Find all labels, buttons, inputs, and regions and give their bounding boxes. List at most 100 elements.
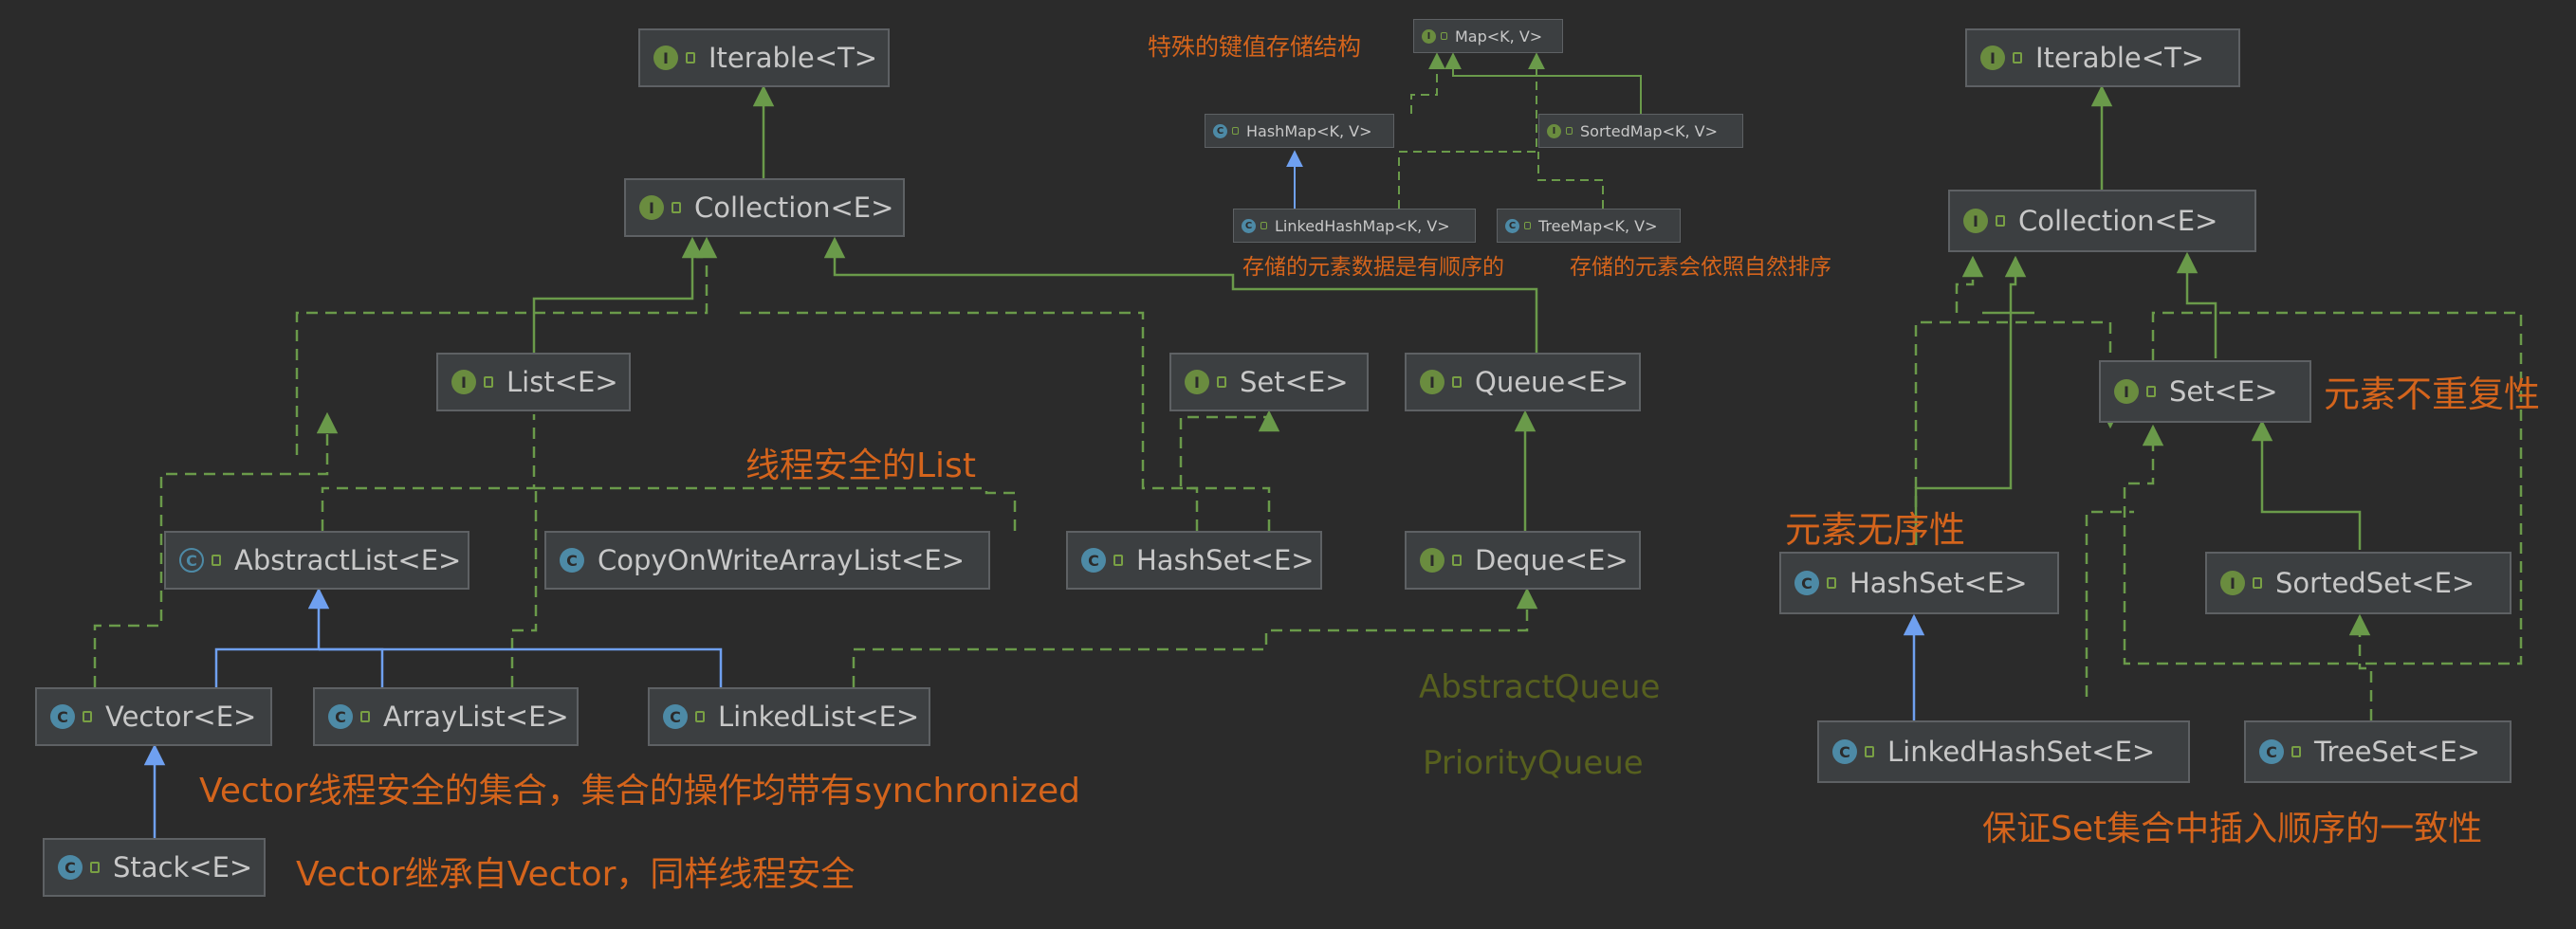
node-label: Iterable<T>: [708, 42, 878, 74]
node-label: LinkedHashSet<E>: [1887, 736, 2156, 768]
node-abstract-list[interactable]: C AbstractList<E>: [164, 531, 469, 590]
lock-icon: [484, 376, 493, 388]
interface-icon: I: [1980, 46, 2005, 70]
node-label: Collection<E>: [2018, 205, 2218, 237]
node-label: Iterable<T>: [2035, 42, 2205, 74]
annotation-stack: Vector继承自Vector，同样线程安全: [296, 855, 856, 894]
annotation-map-special: 特殊的键值存储结构: [1148, 33, 1362, 61]
lock-icon: [1865, 746, 1874, 757]
node-collection[interactable]: I Collection<E>: [624, 178, 905, 237]
node-stack[interactable]: C Stack<E>: [43, 838, 266, 897]
node-hash-set-right[interactable]: C HashSet<E>: [1779, 552, 2059, 614]
class-icon: C: [1832, 739, 1857, 764]
node-label: Set<E>: [2169, 375, 2278, 408]
node-iterable-right[interactable]: I Iterable<T>: [1965, 28, 2240, 87]
lock-icon: [360, 711, 370, 722]
node-label: Collection<E>: [694, 191, 894, 224]
interface-icon: I: [1420, 548, 1444, 573]
node-deque[interactable]: I Deque<E>: [1405, 531, 1641, 590]
node-label: CopyOnWriteArrayList<E>: [598, 544, 966, 576]
class-icon: C: [1081, 548, 1106, 573]
lock-icon: [2013, 52, 2022, 64]
map-dashed-lines: [1398, 52, 1604, 209]
left-dashed-lines: [93, 236, 1538, 687]
class-icon: C: [560, 548, 584, 573]
annotation-tree-map: 存储的元素会依照自然排序: [1570, 255, 1831, 280]
node-label: TreeMap<K, V>: [1538, 216, 1658, 235]
node-label: SortedMap<K, V>: [1580, 121, 1718, 140]
lock-icon: [1441, 32, 1447, 40]
class-icon: C: [1794, 571, 1819, 595]
node-set[interactable]: I Set<E>: [1169, 353, 1369, 411]
left-extends-lines: [532, 236, 1538, 531]
annotation-priority-queue: PriorityQueue: [1423, 744, 1644, 782]
node-label: TreeSet<E>: [2314, 736, 2480, 768]
class-icon: C: [1242, 218, 1256, 233]
class-icon: C: [1505, 218, 1519, 233]
node-vector[interactable]: C Vector<E>: [35, 687, 272, 746]
node-hash-set[interactable]: C HashSet<E>: [1066, 531, 1322, 590]
node-queue[interactable]: I Queue<E>: [1405, 353, 1641, 411]
node-label: Set<E>: [1240, 366, 1349, 398]
node-label: SortedSet<E>: [2275, 567, 2475, 599]
class-icon: C: [1213, 123, 1227, 138]
lock-icon: [695, 711, 705, 722]
interface-icon: I: [1547, 123, 1561, 138]
lock-icon: [1452, 555, 1462, 566]
annotation-linked-hash-map: 存储的元素数据是有顺序的: [1242, 255, 1504, 280]
node-map[interactable]: I Map<K, V>: [1413, 19, 1563, 53]
node-tree-map[interactable]: C TreeMap<K, V>: [1497, 209, 1681, 243]
interface-icon: I: [2220, 571, 2245, 595]
right-dashed-lines: [1914, 255, 2523, 720]
node-label: HashSet<E>: [1136, 544, 1315, 576]
lock-icon: [1524, 222, 1531, 229]
node-linked-hash-map[interactable]: C LinkedHashMap<K, V>: [1233, 209, 1476, 243]
interface-icon: I: [1422, 28, 1436, 44]
node-label: Deque<E>: [1475, 544, 1628, 576]
node-tree-set[interactable]: C TreeSet<E>: [2244, 720, 2512, 783]
node-array-list[interactable]: C ArrayList<E>: [313, 687, 579, 746]
lock-icon: [1217, 376, 1226, 388]
abstract-class-icon: C: [179, 548, 204, 573]
node-label: ArrayList<E>: [383, 701, 569, 733]
lock-icon: [2253, 577, 2262, 589]
node-label: Vector<E>: [105, 701, 257, 733]
node-label: AbstractList<E>: [234, 544, 462, 576]
node-linked-list[interactable]: C LinkedList<E>: [648, 687, 930, 746]
annotation-thread-safe-list: 线程安全的List: [745, 446, 976, 485]
interface-icon: I: [1963, 209, 1988, 233]
annotation-abstract-queue: AbstractQueue: [1419, 668, 1661, 706]
node-sorted-map[interactable]: I SortedMap<K, V>: [1538, 114, 1743, 148]
interface-icon: I: [2114, 379, 2139, 404]
node-collection-right[interactable]: I Collection<E>: [1948, 190, 2256, 252]
node-linked-hash-set[interactable]: C LinkedHashSet<E>: [1817, 720, 2190, 783]
right-extends-lines: [1914, 84, 2362, 550]
node-set-right[interactable]: I Set<E>: [2099, 360, 2311, 423]
node-label: LinkedHashMap<K, V>: [1275, 216, 1450, 235]
interface-icon: I: [1185, 370, 1209, 394]
lock-icon: [1113, 555, 1123, 566]
node-copy-on-write-array-list[interactable]: C CopyOnWriteArrayList<E>: [544, 531, 990, 590]
interface-icon: I: [1420, 370, 1444, 394]
node-sorted-set[interactable]: I SortedSet<E>: [2205, 552, 2512, 614]
lock-icon: [2291, 746, 2301, 757]
interface-icon: I: [451, 370, 476, 394]
lock-icon: [686, 52, 695, 64]
node-iterable[interactable]: I Iterable<T>: [638, 28, 890, 87]
lock-icon: [212, 555, 221, 566]
node-hash-map[interactable]: C HashMap<K, V>: [1205, 114, 1394, 148]
node-label: LinkedList<E>: [718, 701, 920, 733]
annotation-set-unique: 元素不重复性: [2324, 373, 2541, 415]
node-label: Stack<E>: [113, 851, 253, 883]
node-list[interactable]: I List<E>: [436, 353, 631, 411]
lock-icon: [83, 711, 92, 722]
lock-icon: [672, 202, 681, 213]
lock-icon: [1232, 127, 1239, 135]
annotation-vector: Vector线程安全的集合，集合的操作均带有synchronized: [199, 772, 1080, 811]
node-label: HashMap<K, V>: [1246, 121, 1372, 140]
class-icon: C: [663, 704, 688, 729]
lock-icon: [1566, 127, 1573, 135]
node-label: List<E>: [506, 366, 618, 398]
interface-icon: I: [653, 46, 678, 70]
